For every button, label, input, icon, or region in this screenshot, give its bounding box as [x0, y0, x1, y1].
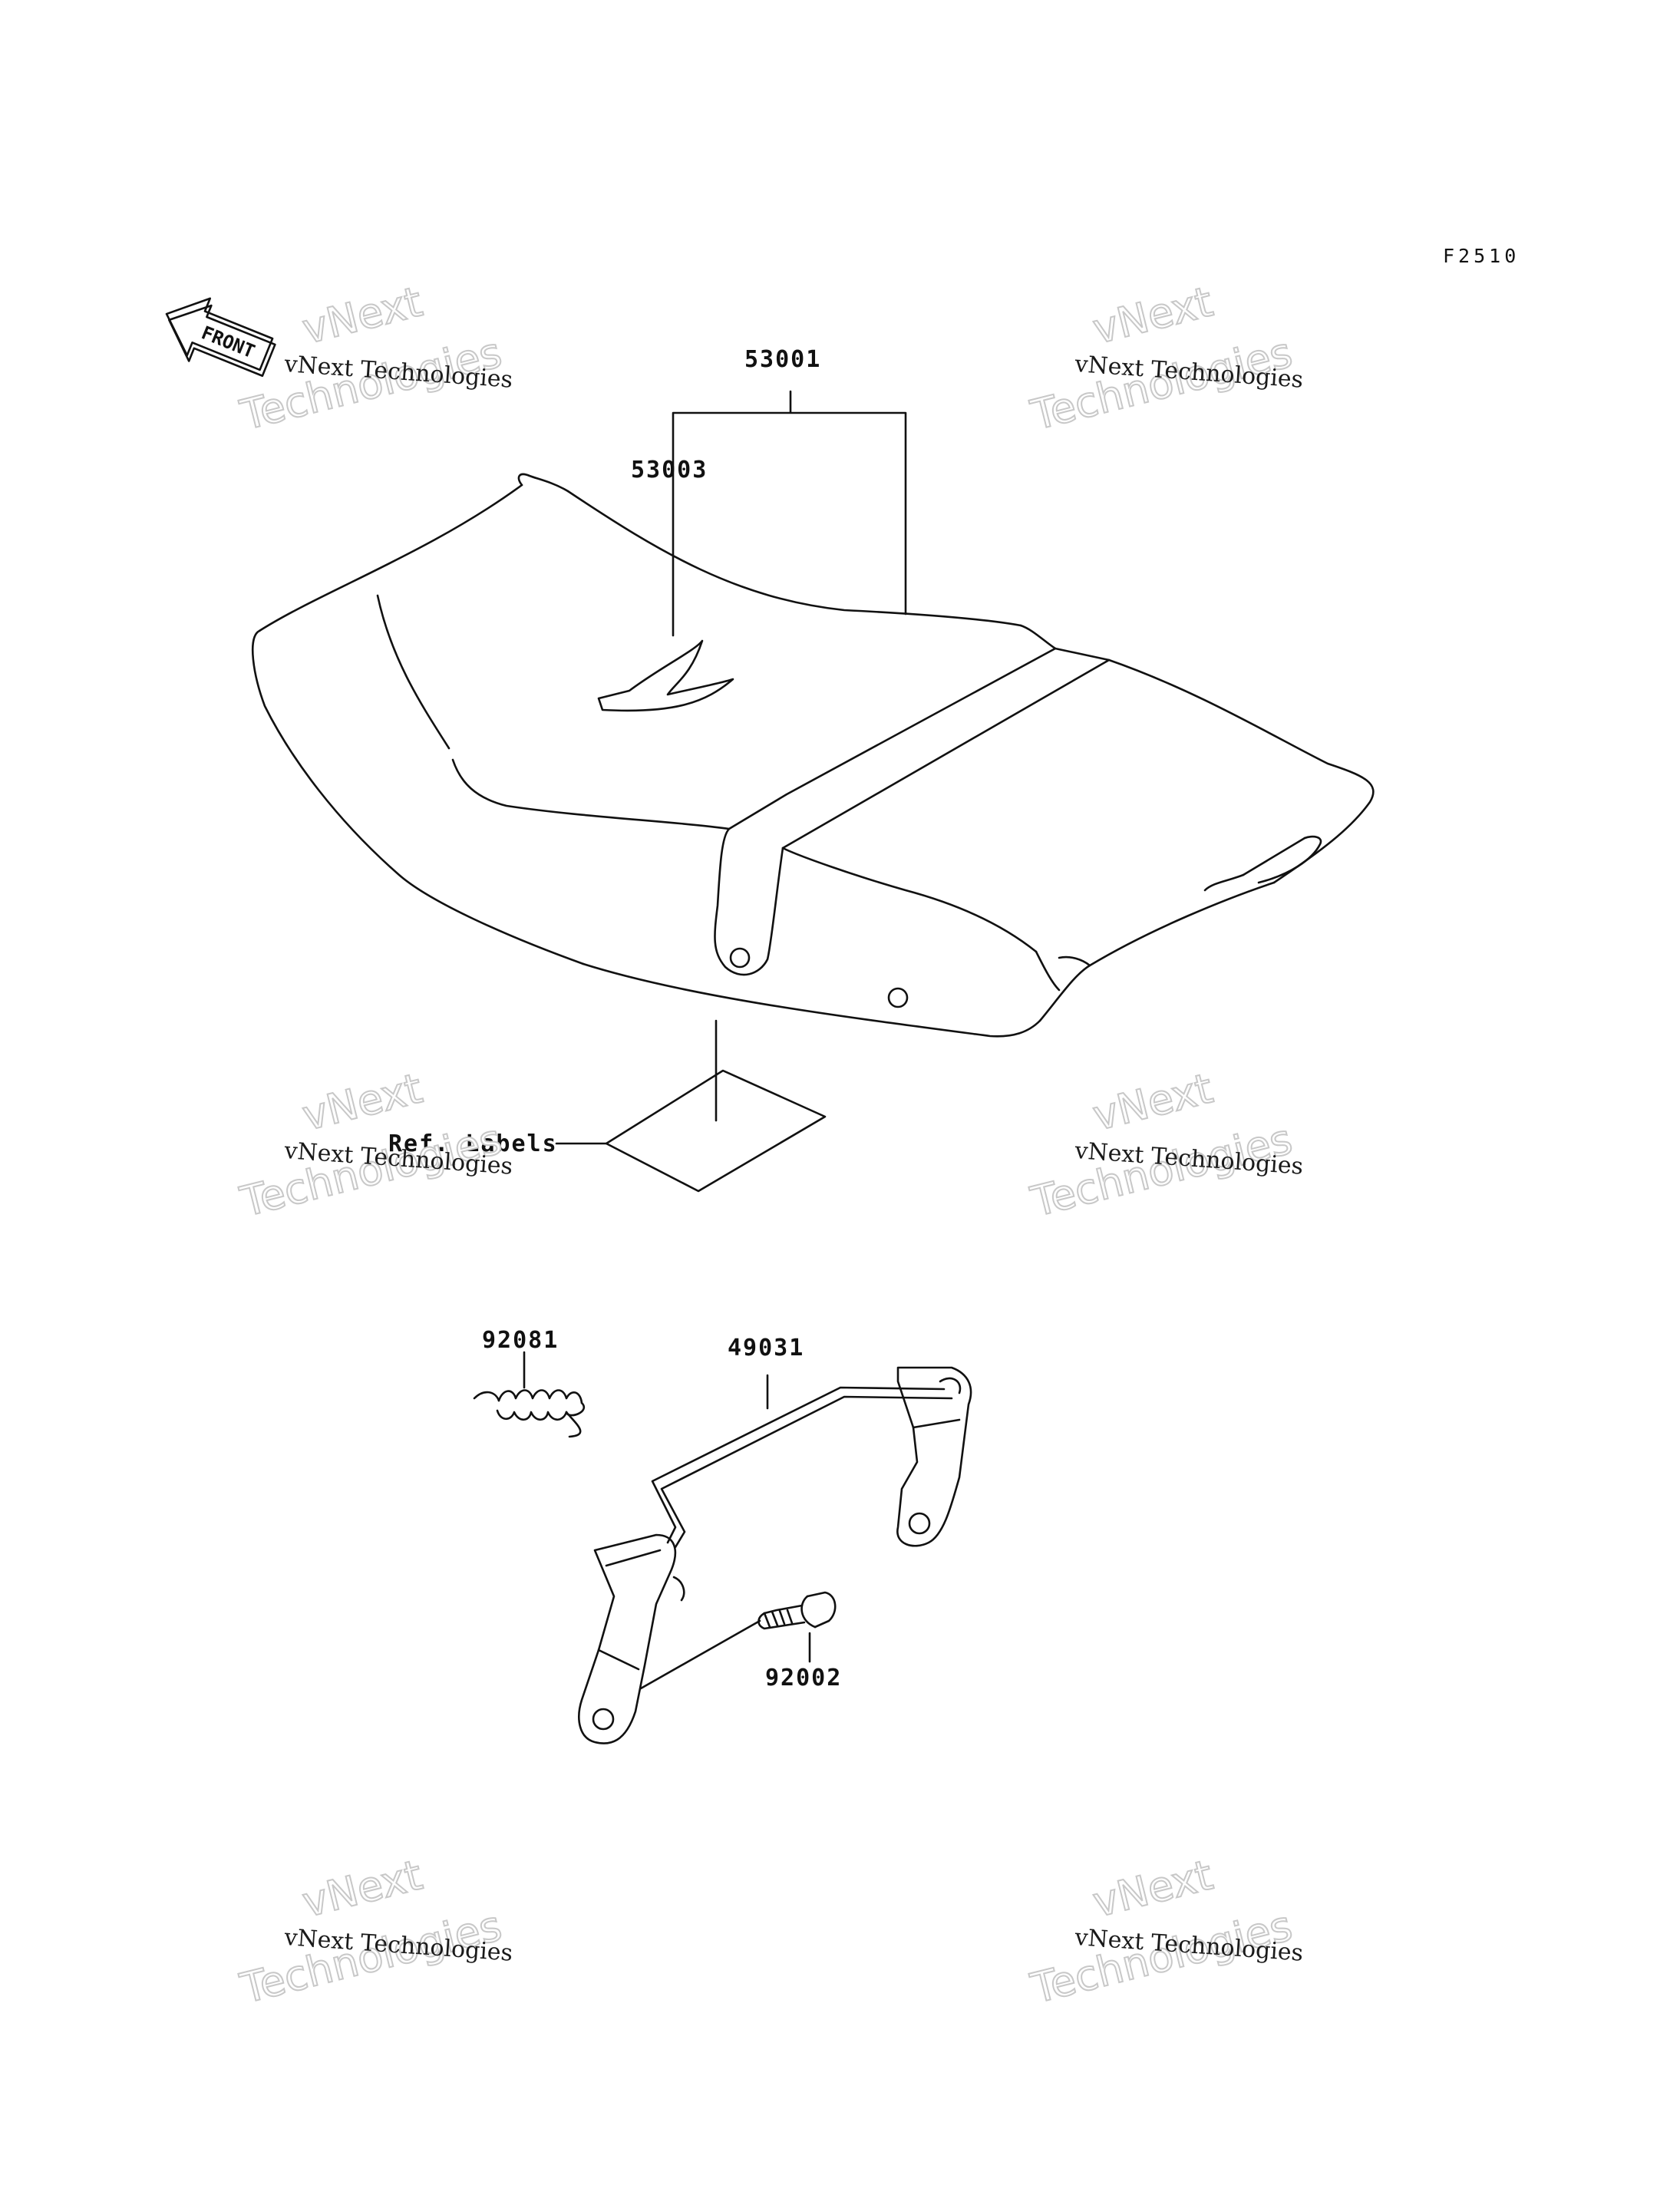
seat-bracket-part	[578, 1366, 972, 1744]
svg-text:vNext: vNext	[298, 1850, 427, 1926]
svg-text:vNext: vNext	[1088, 1064, 1217, 1140]
watermark-middle-left: vNext Technologies vNext Technologies	[235, 1063, 513, 1227]
part-label-53001: 53001	[744, 346, 821, 373]
watermark-middle-right: vNext Technologies vNext Technologies	[1025, 1063, 1304, 1227]
watermark-bottom-right: vNext Technologies vNext Technologies	[1025, 1850, 1304, 2014]
part-label-92002: 92002	[765, 1665, 842, 1691]
watermark-top-left: vNext Technologies vNext Technologies	[235, 276, 513, 441]
spring-part	[473, 1389, 585, 1438]
front-arrow-icon: FRONT	[165, 297, 276, 378]
watermark-bottom-left: vNext Technologies vNext Technologies	[235, 1850, 513, 2014]
part-label-ref-labels: Ref. Labels	[388, 1130, 558, 1157]
leader-92002	[639, 1619, 811, 1690]
pin-part	[757, 1591, 837, 1630]
seat-assembly	[251, 473, 1375, 1038]
ref-labels-sheet	[555, 1019, 827, 1193]
part-label-49031: 49031	[728, 1335, 804, 1361]
svg-text:vNext: vNext	[298, 1064, 427, 1140]
watermark-top-right: vNext Technologies vNext Technologies	[1025, 276, 1304, 441]
figure-code: F2510	[1443, 245, 1520, 267]
part-label-92081: 92081	[482, 1327, 559, 1354]
svg-text:vNext: vNext	[1088, 1850, 1217, 1926]
svg-text:vNext: vNext	[1088, 277, 1217, 353]
part-label-53003: 53003	[631, 457, 708, 483]
svg-text:vNext: vNext	[298, 277, 427, 353]
leader-53001	[672, 390, 907, 637]
